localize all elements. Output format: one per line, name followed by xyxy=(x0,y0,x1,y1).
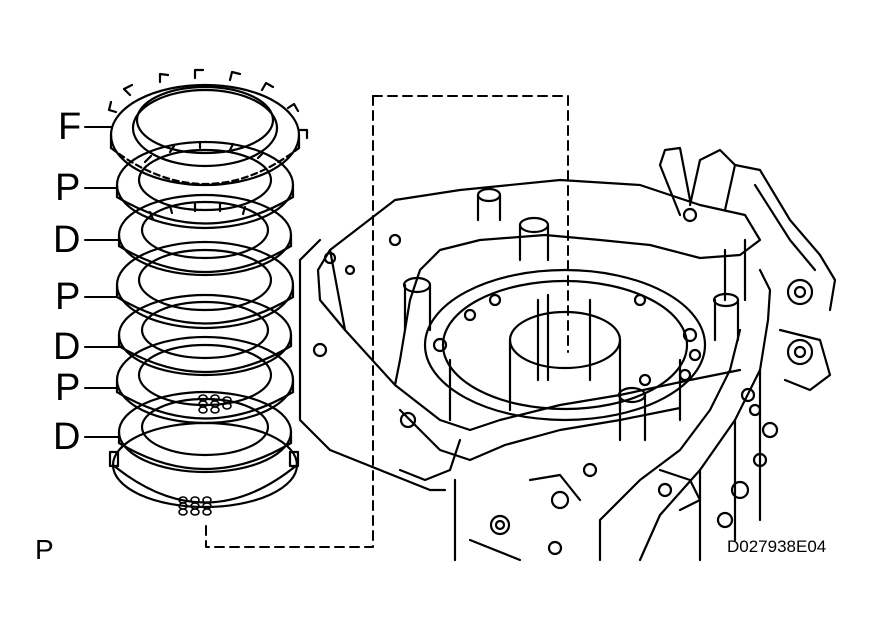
installation-guide-lines xyxy=(205,95,569,548)
transmission-case xyxy=(298,146,837,562)
disc-d2 xyxy=(117,293,293,377)
disc-d1 xyxy=(117,193,293,277)
stack-label-p1: P xyxy=(55,167,81,209)
clutch-disc-stack xyxy=(107,68,309,516)
figure-code: D027938E04 xyxy=(727,537,827,556)
plate-p1 xyxy=(115,140,295,230)
stack-label-f: F xyxy=(58,106,82,148)
plate-p2 xyxy=(115,240,295,330)
label-leader-lines xyxy=(84,126,120,438)
stack-label-d1: D xyxy=(53,219,81,261)
return-spring-plate xyxy=(108,421,300,509)
stack-label-p3: P xyxy=(55,367,81,409)
return-springs xyxy=(178,394,232,516)
stack-label-d3: D xyxy=(53,416,81,458)
plate-p3 xyxy=(115,335,295,425)
flange-plate xyxy=(107,68,309,187)
bottom-left-label: P xyxy=(35,534,54,565)
stack-label-p2: P xyxy=(55,276,81,318)
stack-label-d2: D xyxy=(53,326,81,368)
